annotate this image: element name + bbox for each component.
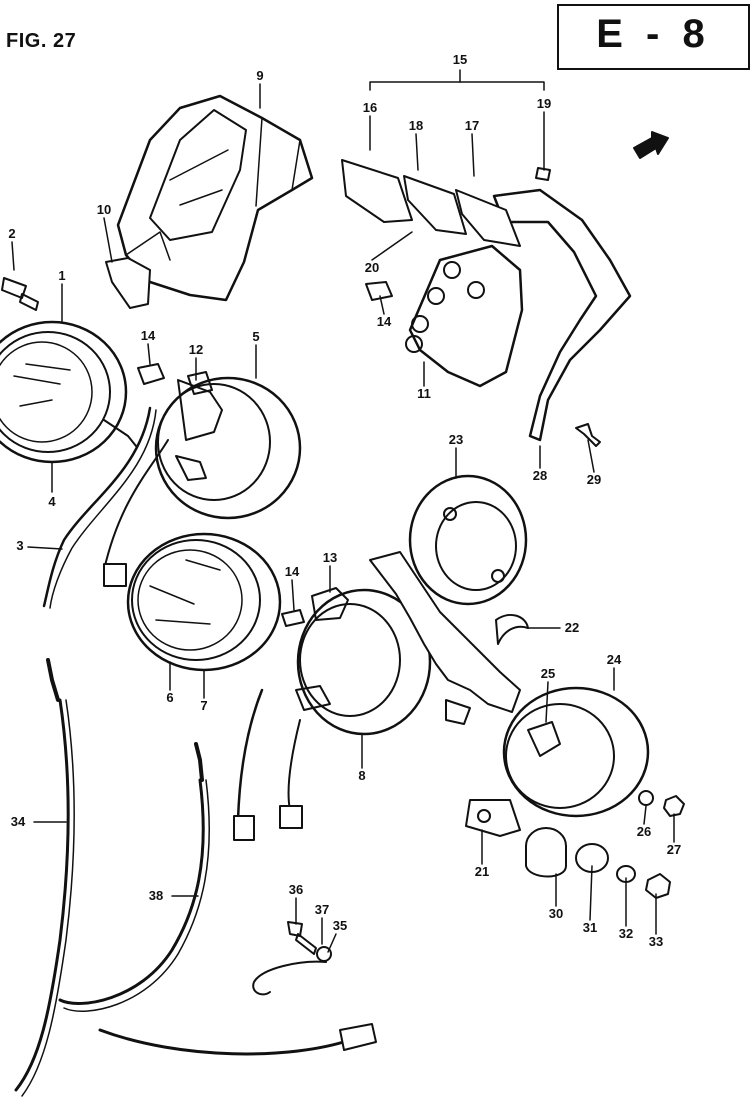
callout-label-13: 13	[323, 550, 337, 565]
section-code-box: E - 8	[557, 4, 750, 70]
meter-cover	[116, 94, 314, 302]
figure-label: FIG. 27	[6, 30, 77, 52]
callout-label-34: 34	[11, 814, 26, 829]
callout-leader-35	[327, 933, 337, 953]
rubber-damper	[525, 827, 567, 878]
callout-leader-14	[147, 343, 151, 365]
meter-case-lower	[233, 587, 432, 841]
callout-label-36: 36	[289, 882, 303, 897]
callout-leader-25	[545, 681, 549, 723]
clip-14b	[365, 281, 393, 301]
callout-label-12: 12	[189, 342, 203, 357]
callout-leader-14	[291, 579, 295, 611]
callout-label-9: 9	[256, 68, 263, 83]
grommet-clip	[495, 613, 529, 645]
callout-label-17: 17	[465, 118, 479, 133]
callout-leader-20	[371, 231, 413, 261]
tachometer-cable	[58, 742, 377, 1056]
adjuster-bolt	[1, 277, 39, 311]
callout-15-bar	[369, 81, 545, 91]
callout-label-29: 29	[587, 472, 601, 487]
callout-leader-10	[103, 217, 113, 263]
callout-label-27: 27	[667, 842, 681, 857]
screw-29	[575, 423, 601, 447]
callout-label-37: 37	[315, 902, 329, 917]
callout-label-25: 25	[541, 666, 555, 681]
callout-label-26: 26	[637, 824, 651, 839]
mounting-bracket	[369, 551, 521, 713]
nut-27	[663, 795, 685, 817]
callout-leader-14	[379, 295, 385, 315]
earth-lead	[252, 921, 332, 996]
callout-label-8: 8	[358, 768, 365, 783]
section-code: E - 8	[596, 12, 711, 56]
small-plate	[105, 257, 151, 309]
callout-label-14: 14	[285, 564, 300, 579]
callout-label-2: 2	[8, 226, 15, 241]
callout-label-14: 14	[377, 314, 392, 329]
callout-label-31: 31	[583, 920, 597, 935]
tachometer	[126, 532, 282, 672]
direction-arrow	[633, 131, 669, 159]
callout-leader-31	[589, 865, 593, 921]
meter-case-upper	[103, 376, 302, 587]
callout-leader-29	[587, 439, 595, 473]
callout-label-3: 3	[16, 538, 23, 553]
callout-label-10: 10	[97, 202, 111, 217]
back-plate	[408, 474, 528, 606]
callout-label-23: 23	[449, 432, 463, 447]
clip-2	[187, 371, 213, 395]
callout-label-18: 18	[409, 118, 423, 133]
callout-label-19: 19	[537, 96, 551, 111]
indicator-housing	[465, 686, 650, 837]
callout-label-30: 30	[549, 906, 563, 921]
callout-label-11: 11	[417, 386, 431, 401]
speedometer	[0, 320, 137, 464]
nut-33	[645, 873, 671, 899]
washer-26	[638, 790, 654, 806]
callout-label-16: 16	[363, 100, 377, 115]
clip-14c	[281, 609, 305, 627]
clip-1	[137, 363, 165, 385]
callout-label-20: 20	[365, 260, 379, 275]
callout-label-22: 22	[565, 620, 579, 635]
callout-label-38: 38	[149, 888, 163, 903]
indicator-lens-set	[341, 159, 521, 247]
callout-leader-2	[11, 241, 15, 271]
callout-leader-3	[27, 546, 63, 550]
callout-leader-18	[415, 133, 419, 171]
callout-label-4: 4	[48, 494, 56, 509]
wire-harness-1	[42, 406, 152, 608]
callout-label-21: 21	[475, 864, 489, 879]
callout-label-15: 15	[453, 52, 467, 67]
callout-label-7: 7	[200, 698, 207, 713]
indicator-panel-bracket	[405, 188, 632, 442]
callout-label-35: 35	[333, 918, 347, 933]
callout-labels: 1234567891011121314141415161718192021222…	[8, 52, 681, 953]
callout-label-5: 5	[252, 329, 259, 344]
callout-label-33: 33	[649, 934, 663, 949]
callout-label-6: 6	[166, 690, 173, 705]
callout-leader-17	[471, 133, 475, 177]
callout-label-14: 14	[141, 328, 156, 343]
callout-label-28: 28	[533, 468, 547, 483]
screw-19	[535, 167, 551, 181]
callout-label-32: 32	[619, 926, 633, 941]
speedometer-cable	[14, 658, 75, 1097]
callout-label-1: 1	[58, 268, 65, 283]
callout-label-24: 24	[607, 652, 622, 667]
callout-leader-26	[643, 805, 647, 825]
